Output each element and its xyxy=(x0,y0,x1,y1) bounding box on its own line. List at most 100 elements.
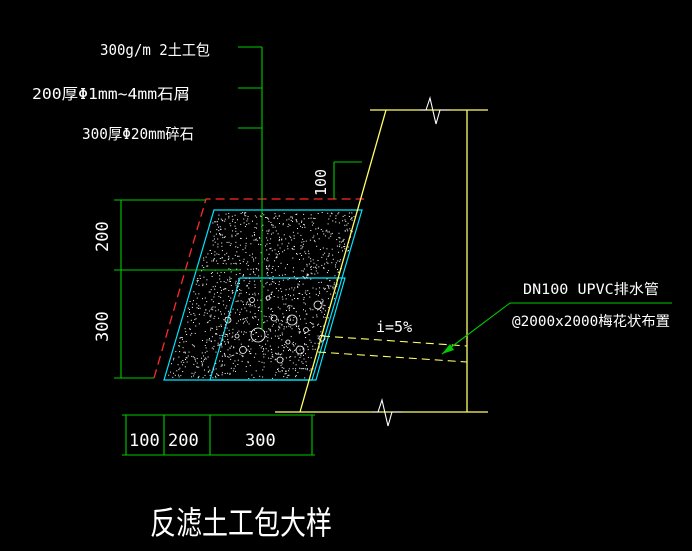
speckle-dot xyxy=(312,309,314,311)
speckle-dot xyxy=(224,288,226,289)
pipe-leader-arrow xyxy=(442,344,454,354)
speckle-dot xyxy=(275,371,277,373)
speckle-dot xyxy=(250,243,252,245)
speckle-dot xyxy=(251,340,253,342)
speckle-dot xyxy=(347,230,349,232)
speckle-dot xyxy=(239,353,241,355)
speckle-dot xyxy=(281,238,283,240)
speckle-dot xyxy=(304,333,306,334)
speckle-dot xyxy=(313,239,315,241)
speckle-dot xyxy=(214,254,216,256)
speckle-dot xyxy=(338,222,340,224)
speckle-dot xyxy=(278,353,280,355)
speckle-dot xyxy=(240,237,242,239)
speckle-dot xyxy=(192,303,194,305)
speckle-dot xyxy=(215,333,217,334)
speckle-dot xyxy=(296,213,298,215)
speckle-dot xyxy=(268,230,270,232)
speckle-dot xyxy=(272,224,274,226)
speckle-dot xyxy=(245,237,247,239)
speckle-dot xyxy=(234,312,236,314)
speckle-dot xyxy=(271,317,273,318)
speckle-dot xyxy=(299,253,301,255)
speckle-dot xyxy=(293,289,295,291)
speckle-dot xyxy=(247,349,249,351)
speckle-dot xyxy=(295,219,297,220)
speckle-dot xyxy=(277,266,279,268)
speckle-dot xyxy=(230,281,231,282)
speckle-dot xyxy=(237,359,239,361)
speckle-dot xyxy=(312,323,314,325)
speckle-dot xyxy=(281,345,283,346)
speckle-dot xyxy=(254,227,256,228)
speckle-dot xyxy=(292,257,294,259)
speckle-dot xyxy=(219,335,221,336)
speckle-dot xyxy=(217,238,219,240)
speckle-dot xyxy=(284,344,286,345)
speckle-dot xyxy=(193,344,195,346)
speckle-dot xyxy=(266,297,268,299)
speckle-dot xyxy=(351,217,353,219)
speckle-dot xyxy=(191,332,193,334)
speckle-dot xyxy=(255,238,257,240)
speckle-dot xyxy=(350,230,352,232)
speckle-dot xyxy=(210,273,212,274)
speckle-dot xyxy=(324,313,325,315)
speckle-dot xyxy=(297,283,299,285)
speckle-dot xyxy=(216,282,218,284)
speckle-dot xyxy=(351,231,353,233)
speckle-dot xyxy=(316,314,318,316)
speckle-dot xyxy=(236,352,238,354)
speckle-dot xyxy=(200,361,202,362)
speckle-dot xyxy=(250,353,252,355)
speckle-dot xyxy=(187,316,189,317)
speckle-dot xyxy=(220,292,222,294)
speckle-dot xyxy=(227,279,228,281)
speckle-dot xyxy=(318,291,320,293)
speckle-dot xyxy=(305,368,307,370)
speckle-dot xyxy=(326,261,328,263)
speckle-dot xyxy=(266,243,268,245)
speckle-dot xyxy=(189,301,191,302)
speckle-dot xyxy=(324,310,326,312)
speckle-dot xyxy=(269,345,271,347)
speckle-dot xyxy=(254,215,256,217)
speckle-dot xyxy=(267,233,269,235)
speckle-dot xyxy=(201,270,203,272)
speckle-dot xyxy=(194,332,196,334)
speckle-dot xyxy=(235,352,237,354)
speckle-dot xyxy=(228,312,230,314)
speckle-dot xyxy=(292,217,293,219)
speckle-dot xyxy=(270,361,272,363)
speckle-dot xyxy=(299,292,301,294)
speckle-dot xyxy=(191,372,193,374)
speckle-dot xyxy=(210,316,212,318)
speckle-dot xyxy=(220,324,222,326)
speckle-dot xyxy=(191,355,193,357)
speckle-dot xyxy=(224,218,226,220)
speckle-dot xyxy=(324,235,326,237)
speckle-dot xyxy=(213,259,215,261)
speckle-dot xyxy=(293,307,294,309)
speckle-dot xyxy=(286,326,287,328)
speckle-dot xyxy=(224,254,226,256)
speckle-dot xyxy=(303,354,304,356)
speckle-dot xyxy=(217,344,219,346)
speckle-dot xyxy=(188,351,190,353)
speckle-dot xyxy=(280,354,281,356)
speckle-dot xyxy=(306,313,308,315)
speckle-dot xyxy=(309,292,311,294)
speckle-dot xyxy=(262,376,264,378)
speckle-dot xyxy=(178,345,180,347)
speckle-dot xyxy=(199,307,201,309)
speckle-dot xyxy=(221,250,223,252)
speckle-dot xyxy=(300,368,302,370)
speckle-dot xyxy=(245,319,247,321)
speckle-dot xyxy=(274,249,276,251)
speckle-dot xyxy=(193,375,195,377)
speckle-dot xyxy=(328,287,330,289)
speckle-dot xyxy=(264,258,265,260)
speckle-dot xyxy=(248,378,250,379)
speckle-dot xyxy=(225,213,227,215)
speckle-dot xyxy=(336,239,338,241)
